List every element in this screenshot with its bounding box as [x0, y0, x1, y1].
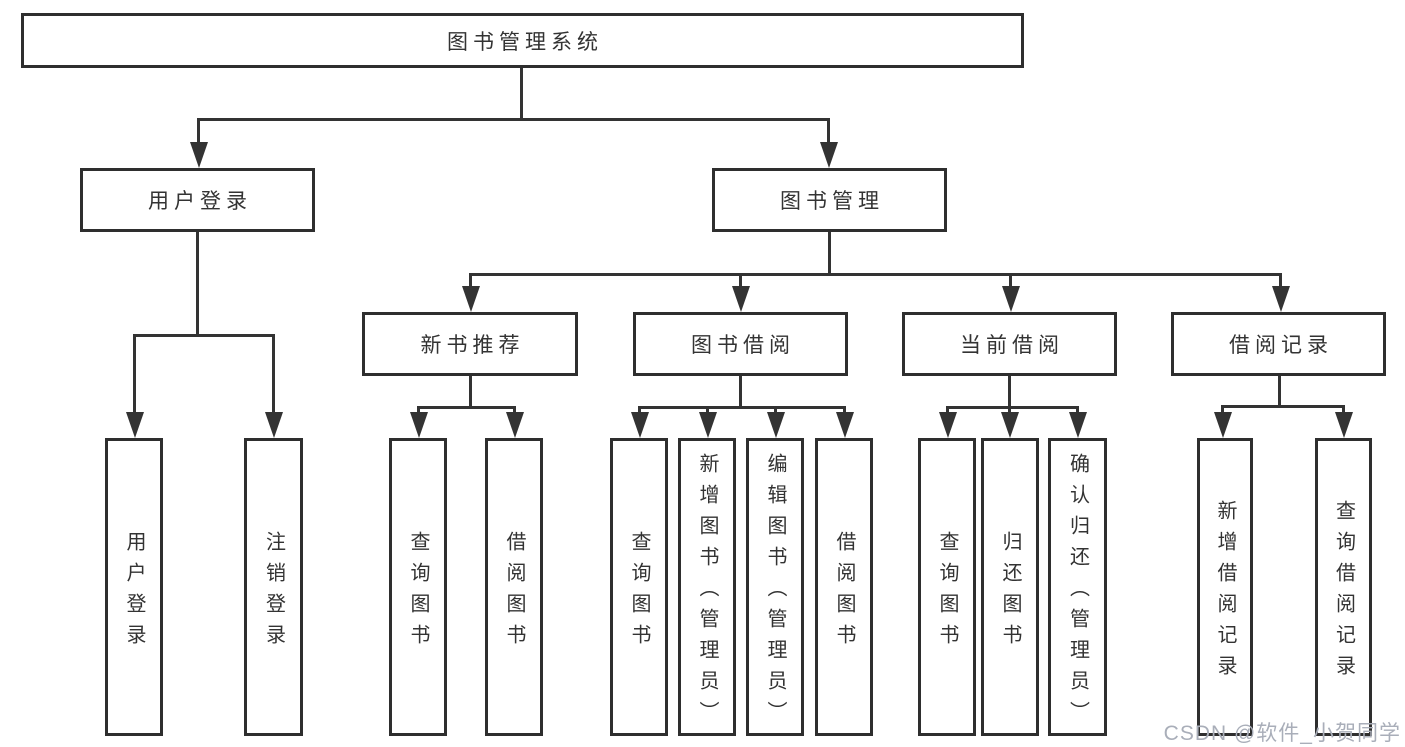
leaf-query-books-recommend-label: 查询图书: [407, 530, 429, 655]
leaf-logout-label: 注销登录: [262, 530, 285, 655]
node-new-book-recommendation: 新书推荐: [362, 312, 578, 376]
connector-line: [197, 118, 829, 121]
leaf-query-books-borrowing: 查询图书: [610, 438, 668, 736]
arrow-down-icon: [1271, 273, 1290, 312]
arrow-down-icon: [731, 273, 750, 312]
leaf-query-books-borrowing-label: 查询图书: [628, 530, 650, 655]
leaf-user-login-label: 用户登录: [123, 530, 145, 655]
arrow-down-icon: [461, 273, 480, 312]
leaf-query-books-current: 查询图书: [918, 438, 976, 736]
connector-line: [739, 376, 742, 406]
arrow-down-icon: [1001, 273, 1020, 312]
arrow-down-icon: [409, 406, 428, 438]
arrow-down-icon: [819, 118, 838, 168]
arrow-down-icon: [189, 118, 208, 168]
connector-line: [828, 232, 831, 273]
node-library-system: 图书管理系统: [21, 13, 1024, 68]
arrow-down-icon: [1068, 406, 1087, 438]
connector-line: [469, 273, 1281, 276]
node-current-borrowing-label: 当前借阅: [960, 334, 1064, 357]
arrow-down-icon: [835, 406, 854, 438]
leaf-borrow-books-recommend: 借阅图书: [485, 438, 543, 736]
node-borrowing-records: 借阅记录: [1171, 312, 1386, 376]
arrow-down-icon: [1213, 405, 1232, 438]
arrow-down-icon: [505, 406, 524, 438]
connector-line: [1008, 376, 1011, 406]
arrow-down-icon: [1000, 406, 1019, 438]
arrow-down-icon: [125, 334, 144, 438]
connector-line: [638, 406, 845, 409]
node-book-borrowing-label: 图书借阅: [691, 334, 795, 357]
leaf-logout: 注销登录: [244, 438, 303, 736]
leaf-add-book-admin-label: 新增图书（管理员）: [696, 453, 718, 732]
leaf-borrow-books-borrowing-label: 借阅图书: [833, 530, 855, 655]
leaf-query-books-recommend: 查询图书: [389, 438, 447, 736]
node-user-login-label: 用户登录: [148, 190, 252, 213]
node-book-management: 图书管理: [712, 168, 947, 232]
node-new-book-recommendation-label: 新书推荐: [420, 334, 525, 357]
arrow-down-icon: [630, 406, 649, 438]
connector-line: [1221, 405, 1344, 408]
node-book-management-label: 图书管理: [780, 190, 884, 213]
leaf-query-borrow-record-label: 查询借阅记录: [1332, 499, 1355, 686]
leaf-edit-book-admin: 编辑图书（管理员）: [746, 438, 804, 736]
leaf-query-books-current-label: 查询图书: [936, 530, 958, 655]
arrow-down-icon: [1334, 405, 1353, 438]
node-library-system-label: 图书管理系统: [447, 30, 603, 54]
arrow-down-icon: [938, 406, 957, 438]
leaf-add-borrow-record: 新增借阅记录: [1197, 438, 1253, 736]
connector-line: [1278, 376, 1281, 405]
leaf-return-book-label: 归还图书: [999, 530, 1021, 655]
leaf-user-login: 用户登录: [105, 438, 163, 736]
leaf-confirm-return-admin-label: 确认归还（管理员）: [1066, 453, 1089, 732]
leaf-query-borrow-record: 查询借阅记录: [1315, 438, 1372, 736]
connector-line: [417, 406, 515, 409]
node-borrowing-records-label: 借阅记录: [1229, 334, 1333, 357]
leaf-edit-book-admin-label: 编辑图书（管理员）: [764, 453, 786, 732]
arrow-down-icon: [766, 406, 785, 438]
node-current-borrowing: 当前借阅: [902, 312, 1117, 376]
leaf-add-book-admin: 新增图书（管理员）: [678, 438, 736, 736]
leaf-borrow-books-borrowing: 借阅图书: [815, 438, 873, 736]
arrow-down-icon: [264, 334, 283, 438]
node-book-borrowing: 图书借阅: [633, 312, 848, 376]
watermark: CSDN @软件_小贺同学: [1163, 722, 1401, 745]
connector-line: [520, 68, 523, 118]
connector-line: [469, 376, 472, 406]
connector-line: [133, 334, 275, 337]
leaf-return-book: 归还图书: [981, 438, 1039, 736]
leaf-borrow-books-recommend-label: 借阅图书: [503, 530, 525, 655]
leaf-add-borrow-record-label: 新增借阅记录: [1214, 499, 1236, 686]
connector-line: [196, 232, 199, 334]
connector-line: [946, 406, 1078, 409]
leaf-confirm-return-admin: 确认归还（管理员）: [1048, 438, 1107, 736]
node-user-login: 用户登录: [80, 168, 315, 232]
arrow-down-icon: [698, 406, 717, 438]
